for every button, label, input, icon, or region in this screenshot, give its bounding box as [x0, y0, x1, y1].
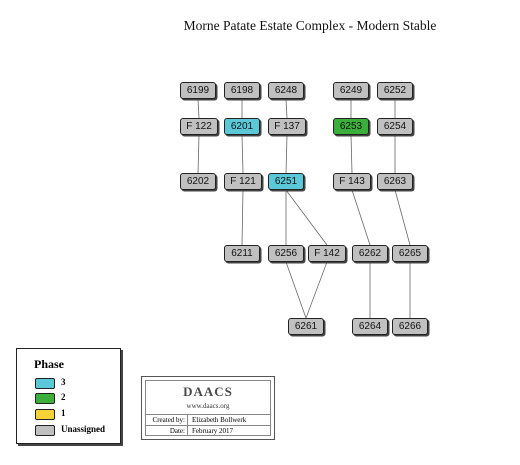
- edge-6248-f137: [285, 98, 288, 119]
- credit-frame: DAACS www.daacs.org Created by: Elizabet…: [145, 380, 271, 436]
- node-f143[interactable]: F 143: [333, 173, 371, 190]
- node-6249[interactable]: 6249: [333, 82, 369, 99]
- daacs-logo: DAACS: [183, 384, 233, 399]
- edge-6199-f122: [197, 98, 200, 119]
- legend-swatch-unassigned: [35, 425, 55, 436]
- legend-label-unassigned: Unassigned: [61, 424, 106, 434]
- edge-6253-f143: [350, 134, 353, 174]
- node-6256[interactable]: 6256: [268, 245, 304, 262]
- edge-f137-6251: [285, 134, 288, 174]
- credit-block: DAACS www.daacs.org Created by: Elizabet…: [141, 376, 275, 440]
- edge-6256-6261: [285, 261, 307, 319]
- created-by-label: Created by:: [146, 415, 188, 425]
- logo-url: www.daacs.org: [186, 402, 230, 410]
- edge-6251-f142: [285, 189, 328, 246]
- node-6211[interactable]: 6211: [224, 245, 260, 262]
- node-6198[interactable]: 6198: [224, 82, 260, 99]
- node-6264[interactable]: 6264: [352, 318, 388, 335]
- legend-swatch-1: [35, 409, 55, 420]
- date-value: February 2017: [192, 427, 234, 435]
- node-6265[interactable]: 6265: [392, 245, 428, 262]
- created-by-value: Elizabeth Bollwerk: [192, 416, 247, 424]
- node-f121[interactable]: F 121: [224, 173, 262, 190]
- node-f142[interactable]: F 142: [308, 245, 346, 262]
- legend-title: Phase: [34, 357, 64, 371]
- node-6202[interactable]: 6202: [180, 173, 216, 190]
- node-6248[interactable]: 6248: [268, 82, 304, 99]
- node-6199[interactable]: 6199: [180, 82, 216, 99]
- legend-label-3: 3: [61, 377, 66, 387]
- edge-f143-6262: [351, 189, 371, 246]
- node-6251[interactable]: 6251: [268, 173, 304, 190]
- legend-swatch-2: [35, 393, 55, 404]
- legend-label-2: 2: [61, 392, 66, 402]
- node-6252[interactable]: 6252: [377, 82, 413, 99]
- credit-row-created-by: Created by: Elizabeth Bollwerk: [146, 414, 270, 425]
- legend-swatch-3: [35, 378, 55, 389]
- edge-6263-6265: [394, 189, 411, 246]
- node-6201[interactable]: 6201: [224, 118, 260, 135]
- node-6254[interactable]: 6254: [377, 118, 413, 135]
- edge-f142-6261: [305, 261, 328, 319]
- node-f122[interactable]: F 122: [180, 118, 218, 135]
- diagram-title: Morne Patate Estate Complex - Modern Sta…: [183, 18, 437, 33]
- node-6263[interactable]: 6263: [377, 173, 413, 190]
- phase-legend: Phase 3 2 1 Unassigned: [16, 348, 121, 444]
- node-f137[interactable]: F 137: [268, 118, 306, 135]
- legend-label-1: 1: [61, 408, 66, 418]
- node-6266[interactable]: 6266: [392, 318, 428, 335]
- edge-6201-f121: [241, 134, 244, 174]
- edge-f121-6211: [241, 189, 244, 246]
- node-6261[interactable]: 6261: [288, 318, 324, 335]
- date-label: Date:: [146, 426, 188, 436]
- credit-row-date: Date: February 2017: [146, 425, 270, 436]
- edge-f122-6202: [197, 134, 200, 174]
- node-6262[interactable]: 6262: [352, 245, 388, 262]
- node-6253[interactable]: 6253: [333, 118, 369, 135]
